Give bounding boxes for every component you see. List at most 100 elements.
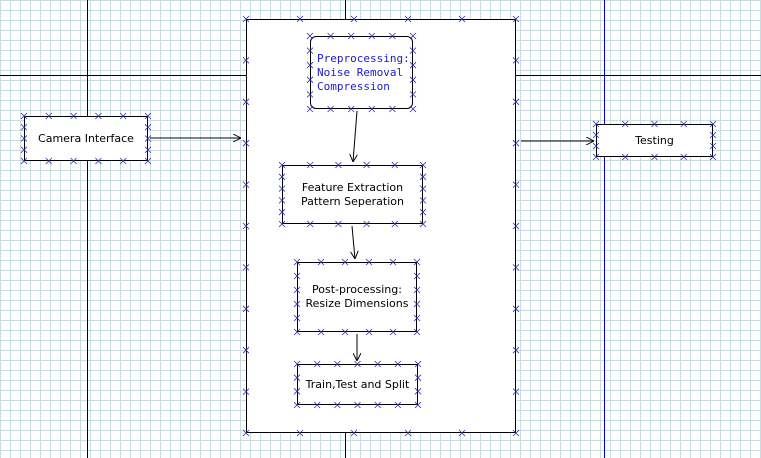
connection-handle-icon: [592, 142, 600, 150]
connection-handle-icon: [409, 47, 417, 54]
connection-handle-icon: [278, 197, 286, 204]
connection-handle-icon: [70, 112, 77, 120]
connection-handle-icon: [512, 264, 520, 271]
connection-handle-icon: [419, 208, 427, 216]
connection-handle-icon: [95, 112, 102, 120]
connection-handle-icon: [242, 15, 250, 23]
connection-handle-icon: [347, 105, 355, 113]
connection-handle-icon: [458, 15, 466, 23]
connection-handle-icon: [293, 272, 301, 280]
connection-handle-icon: [45, 112, 53, 120]
connection-handle-icon: [368, 105, 376, 113]
connection-handle-icon: [293, 374, 301, 381]
connection-handle-icon: [242, 346, 250, 354]
feature-extraction-node[interactable]: Feature Extraction Pattern Seperation: [282, 165, 423, 224]
connection-handle-icon: [419, 220, 427, 228]
arrow-feature-to-postprocessing[interactable]: [352, 225, 355, 259]
connection-handle-icon: [365, 258, 373, 266]
connection-handle-icon: [242, 305, 250, 313]
connection-handle-icon: [413, 300, 421, 308]
connection-handle-icon: [317, 258, 325, 266]
connection-handle-icon: [413, 272, 421, 280]
connection-handle-icon: [293, 314, 301, 322]
connection-handle-icon: [414, 401, 422, 409]
connection-handle-icon: [404, 429, 412, 437]
connection-handle-icon: [242, 264, 250, 271]
connection-handle-icon: [374, 360, 381, 368]
connection-handle-icon: [242, 139, 250, 147]
connection-handle-icon: [363, 220, 370, 228]
connection-handle-icon: [278, 220, 286, 228]
connection-handle-icon: [144, 123, 152, 131]
connection-handle-icon: [512, 139, 520, 147]
connection-handle-icon: [709, 120, 717, 128]
connection-handle-icon: [327, 32, 334, 40]
post-processing-label: Post-processing: Resize Dimensions: [305, 283, 409, 310]
connection-handle-icon: [144, 112, 152, 120]
connection-handle-icon: [391, 161, 399, 169]
connection-handle-icon: [341, 258, 349, 266]
connection-handle-icon: [327, 105, 334, 113]
connection-handle-icon: [512, 346, 520, 354]
connection-handle-icon: [414, 374, 422, 381]
connection-handle-icon: [278, 208, 286, 216]
connection-handle-icon: [119, 112, 127, 120]
connection-handle-icon: [20, 123, 28, 131]
train-test-split-node[interactable]: Train,Test and Split: [297, 364, 418, 405]
connection-handle-icon: [313, 360, 321, 368]
connection-handle-icon: [20, 112, 28, 120]
connection-handle-icon: [512, 222, 520, 230]
connection-handle-icon: [394, 401, 402, 409]
connection-handle-icon: [394, 360, 402, 368]
connection-handle-icon: [419, 161, 427, 169]
connection-handle-icon: [278, 185, 286, 192]
connection-handle-icon: [119, 157, 127, 165]
camera-interface-node[interactable]: Camera Interface: [24, 116, 148, 161]
connection-handle-icon: [20, 146, 28, 154]
connection-handle-icon: [414, 388, 422, 395]
connection-handle-icon: [419, 197, 427, 204]
connection-handle-icon: [409, 32, 417, 40]
testing-label: Testing: [635, 133, 674, 147]
connection-handle-icon: [306, 76, 314, 84]
connection-handle-icon: [296, 429, 304, 437]
connection-handle-icon: [512, 305, 520, 313]
connection-handle-icon: [335, 161, 342, 169]
connection-handle-icon: [335, 220, 342, 228]
connection-handle-icon: [592, 131, 600, 139]
preprocessing-node[interactable]: Preprocessing: Noise Removal Compression: [310, 36, 413, 109]
post-processing-node[interactable]: Post-processing: Resize Dimensions: [297, 262, 417, 332]
connection-handle-icon: [306, 32, 314, 40]
guide-line-vertical: [87, 0, 88, 458]
connection-handle-icon: [409, 105, 417, 113]
connection-handle-icon: [296, 15, 304, 23]
connection-handle-icon: [242, 98, 250, 106]
connection-handle-icon: [293, 258, 301, 266]
connection-handle-icon: [363, 161, 370, 169]
camera-interface-label: Camera Interface: [38, 131, 134, 145]
connection-handle-icon: [413, 258, 421, 266]
connection-handle-icon: [409, 76, 417, 84]
connection-handle-icon: [365, 328, 373, 336]
connection-handle-icon: [409, 61, 417, 69]
connection-handle-icon: [680, 153, 688, 161]
connection-handle-icon: [144, 157, 152, 165]
connection-handle-icon: [354, 360, 361, 368]
connection-handle-icon: [512, 57, 520, 64]
connection-handle-icon: [389, 32, 396, 40]
connection-handle-icon: [512, 15, 520, 23]
connection-handle-icon: [144, 146, 152, 154]
connection-handle-icon: [680, 120, 688, 128]
testing-node[interactable]: Testing: [596, 124, 713, 157]
arrow-preprocessing-to-feature[interactable]: [353, 110, 357, 162]
connection-handle-icon: [347, 32, 355, 40]
connection-handle-icon: [409, 91, 417, 98]
connection-handles: [20, 15, 717, 437]
guide-line-vertical-blue: [604, 0, 605, 458]
connection-handle-icon: [391, 220, 399, 228]
connection-handle-icon: [651, 153, 658, 161]
connection-handle-icon: [512, 388, 520, 395]
connection-handle-icon: [419, 173, 427, 181]
connection-handle-icon: [334, 401, 341, 409]
